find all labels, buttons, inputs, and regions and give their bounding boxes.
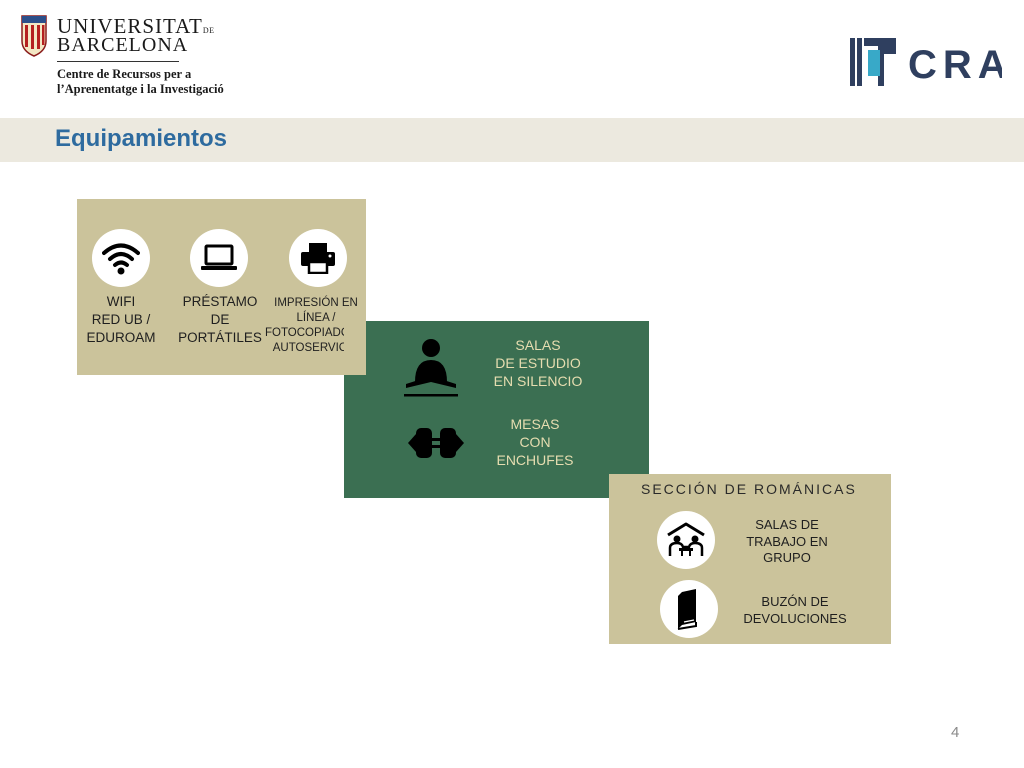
group-room-circle (657, 511, 715, 569)
svg-text:CRAI: CRAI (908, 43, 1002, 87)
printer-circle (289, 229, 347, 287)
laptop-icon (201, 244, 237, 270)
centre-name-line2: l’Aprenentatge i la Investigació (57, 82, 224, 96)
centre-name-line1: Centre de Recursos per a (57, 67, 192, 81)
printing-label: IMPRESIÓN EN LÍNEA / FOTOCOPIADORAS AUTO… (265, 297, 374, 354)
wifi-icon (102, 243, 140, 275)
romanicas-title: SECCIÓN DE ROMÁNICAS (641, 481, 857, 497)
group-rooms-label: SALAS DE TRABAJO EN GRUPO (746, 517, 828, 565)
plug-icon-wrap (406, 424, 466, 462)
services-panel (77, 199, 366, 375)
study-panel (344, 321, 649, 498)
book-return-icon (677, 589, 697, 630)
wifi-circle (92, 229, 150, 287)
silent-study-label: SALAS DE ESTUDIO EN SILENCIO (493, 337, 583, 389)
book-return-circle (660, 580, 718, 638)
plug-tables-label: MESAS CON ENCHUFES (496, 416, 574, 468)
reader-icon (404, 339, 458, 397)
romanicas-panel (609, 474, 891, 644)
header-divider (57, 61, 179, 62)
laptop-circle (190, 229, 248, 287)
crai-logo-icon: CRAI (850, 38, 1024, 87)
wifi-label: WIFI RED UB / EDUROAM (86, 294, 156, 345)
page-number: 4 (951, 724, 960, 741)
services-panel-overlap (344, 321, 366, 375)
university-city: BARCELONA (57, 34, 189, 56)
printer-icon (301, 243, 335, 274)
slide-title: Equipamientos (55, 125, 228, 152)
plug-icon (408, 428, 464, 458)
reader-icon-wrap (402, 338, 460, 398)
university-crest-icon (21, 15, 47, 57)
title-bar (0, 118, 1024, 162)
university-name: UNIVERSITATDE (57, 14, 215, 38)
return-box-label: BUZÓN DE DEVOLUCIONES (743, 594, 847, 626)
group-room-icon (667, 522, 705, 556)
crai-logo: CRAI (850, 36, 1024, 88)
laptop-label: PRÉSTAMO DE PORTÁTILES (178, 294, 262, 345)
university-logo (20, 13, 48, 57)
